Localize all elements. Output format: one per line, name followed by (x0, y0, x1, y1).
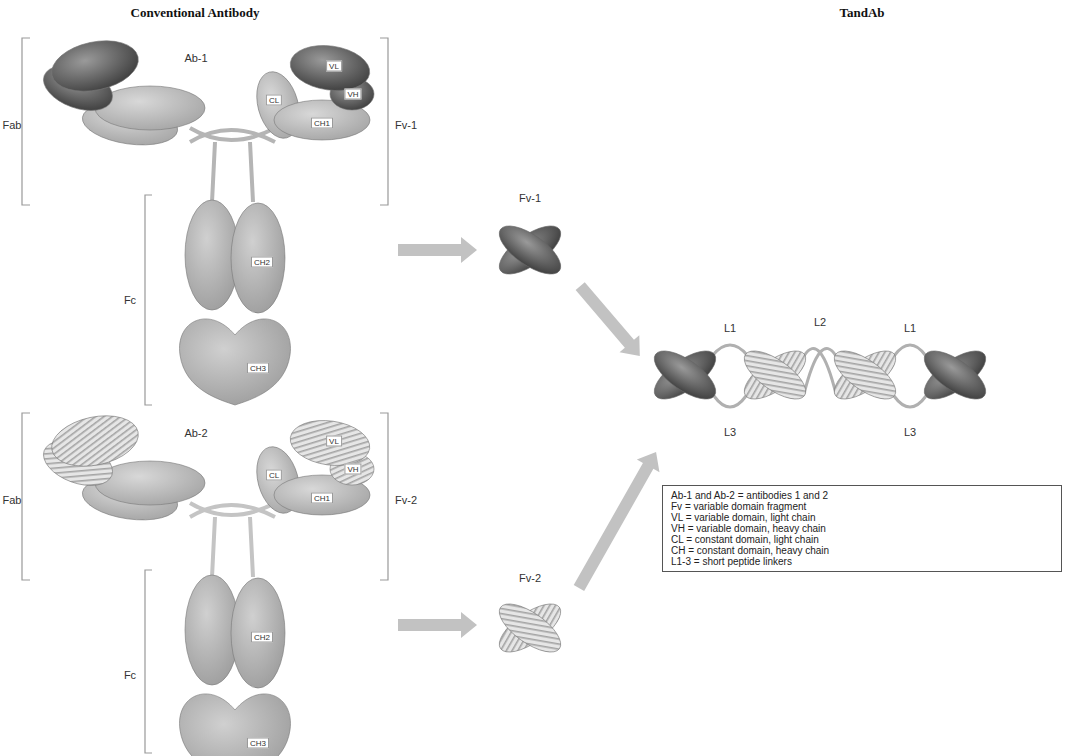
variable-domain (47, 408, 143, 473)
column-header: TandAb (839, 5, 884, 21)
node-title: Fv-2 (519, 572, 541, 584)
variable-domain (737, 342, 813, 408)
variable-domain (647, 342, 723, 408)
antibody-2 (22, 408, 388, 756)
linker-label: L3 (904, 426, 916, 438)
bracket-label: Fv-2 (395, 494, 417, 506)
domain-label: CH1 (311, 493, 333, 504)
domain-label: VL (326, 436, 342, 447)
node-title: Ab-2 (184, 427, 207, 439)
node-title: Ab-1 (184, 52, 207, 64)
tandab-molecule: L1 L2L1L3 L3 (645, 305, 990, 445)
fv-bracket (380, 413, 388, 580)
domain-label: CH3 (247, 738, 269, 749)
domain-label: VH (344, 464, 361, 475)
hinge (190, 503, 275, 577)
legend-text: VH = variable domain, heavy chain (671, 523, 1053, 534)
fv-1-fragment (492, 217, 568, 283)
legend-text: L1-3 = short peptide linkers (671, 556, 1053, 567)
domain-label: CL (266, 95, 282, 106)
bracket-label: Fc (124, 294, 136, 306)
fc-domain (231, 578, 285, 688)
fab-bracket (22, 413, 30, 580)
variable-domain (827, 342, 903, 408)
variable-domain (827, 342, 903, 408)
variable-domain (287, 41, 372, 96)
variable-domain (917, 342, 993, 408)
fc-domain (180, 694, 291, 756)
fc-domain (231, 203, 285, 313)
node-title: Fv-1 (519, 192, 541, 204)
domain-label: VL (326, 61, 342, 72)
bracket-label: Fab (3, 494, 22, 506)
linker-label: L2 (814, 316, 826, 328)
legend-text: Fv = variable domain fragment (671, 501, 1053, 512)
hinge (190, 128, 275, 202)
antibody-figure: Ab-1 (30, 35, 390, 405)
fv-unit (647, 342, 723, 408)
linker-label: L3 (724, 426, 736, 438)
column-header: Conventional Antibody (131, 5, 260, 21)
fc-bracket (145, 570, 152, 753)
fc-domain (180, 319, 291, 405)
fv-2-fragment (492, 595, 568, 661)
antibody-figure: Ab-2 (30, 410, 390, 756)
legend-text: VL = variable domain, light chain (671, 512, 1053, 523)
process-arrow (574, 452, 660, 591)
domain-label: VH (344, 89, 361, 100)
fv-unit (917, 342, 993, 408)
domain-label: CH3 (247, 363, 269, 374)
bracket-label: Fv-1 (395, 119, 417, 131)
bracket-label: Fab (3, 119, 22, 131)
fc-bracket (145, 195, 152, 405)
fv-fragment: Fv-2 (485, 560, 575, 670)
fab-bracket (22, 38, 30, 205)
bracket-label: Fc (124, 669, 136, 681)
variable-domain (917, 342, 993, 408)
variable-domain (492, 217, 568, 283)
variable-domain (492, 595, 568, 661)
variable-domain (492, 595, 568, 661)
domain-label: CH2 (251, 257, 273, 268)
linker-label: L1 (904, 322, 916, 334)
fv-unit (737, 342, 813, 408)
legend-text: CH = constant domain, heavy chain (671, 545, 1053, 556)
domain-label: CH1 (311, 118, 333, 129)
legend-text: Ab-1 and Ab-2 = antibodies 1 and 2 (671, 490, 1053, 501)
fv-fragment: Fv-1 (485, 185, 575, 290)
variable-domain (647, 342, 723, 408)
legend-text: CL = constant domain, light chain (671, 534, 1053, 545)
variable-domain (492, 217, 568, 283)
domain-label: CH2 (251, 632, 273, 643)
fv-unit (827, 342, 903, 408)
variable-domain (287, 416, 372, 471)
fv-bracket (380, 38, 388, 205)
process-arrow (398, 237, 477, 263)
tandab-molecule (647, 342, 993, 408)
variable-domain (47, 33, 143, 98)
process-arrow (398, 612, 477, 638)
variable-domain (737, 342, 813, 408)
linker-label: L1 (724, 322, 736, 334)
legend-box: Ab-1 and Ab-2 = antibodies 1 and 2Fv = v… (662, 485, 1062, 572)
antibody-1 (22, 33, 388, 405)
domain-label: CL (266, 470, 282, 481)
process-arrow (576, 282, 640, 356)
